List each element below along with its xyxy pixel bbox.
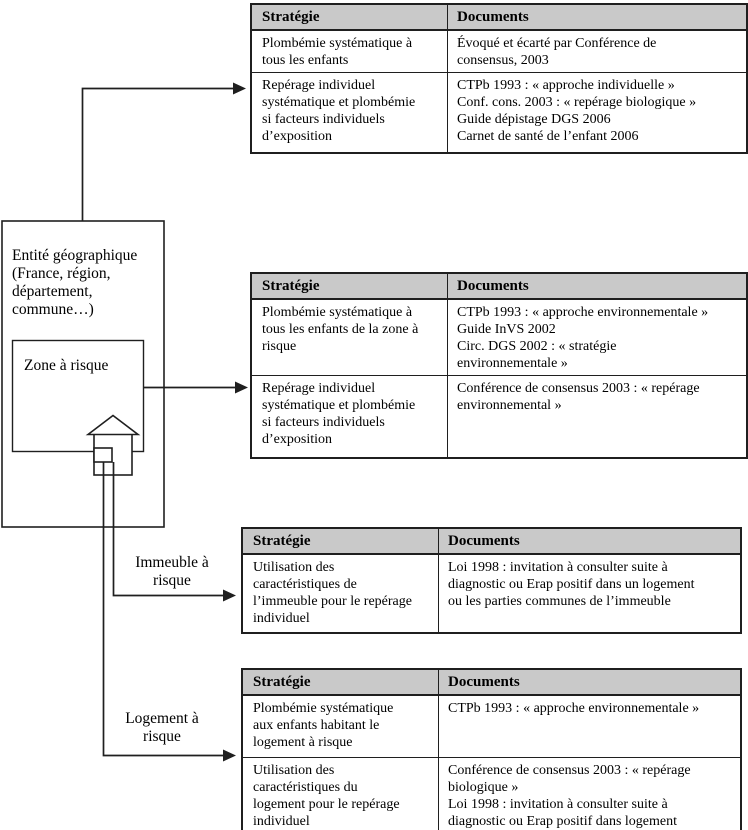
cell-line: Conférence de consensus 2003 : « repérag… (448, 763, 691, 778)
cell-line: consensus, 2003 (457, 53, 549, 68)
column-header-documents: Documents (448, 674, 520, 690)
table-row: Plombémie systématique à tous les enfant… (252, 31, 746, 72)
cell-line: systématique et plombémie (262, 95, 416, 110)
column-header-strategie: Stratégie (252, 274, 448, 298)
cell-line: d’exposition (262, 129, 332, 144)
arrow-entity-to-table1 (81, 82, 246, 221)
cell-line: Loi 1998 : invitation à consulter suite … (448, 560, 668, 575)
cell-line: Plombémie systématique (253, 701, 394, 716)
table-header-row: Stratégie Documents (243, 529, 740, 555)
cell-line: caractéristiques du (253, 780, 358, 795)
cell-line: Repérage individuel (262, 381, 376, 396)
table-zone-level: Stratégie Documents Plombémie systématiq… (250, 272, 748, 459)
column-header-documents: Documents (457, 9, 529, 25)
column-header-documents: Documents (448, 533, 520, 549)
cell-strategie: Repérage individuel systématique et plom… (252, 376, 448, 457)
column-header-strategie: Stratégie (243, 529, 439, 553)
cell-line: Conf. cons. 2003 : « repérage biologique… (457, 95, 697, 110)
cell-line: Repérage individuel (262, 78, 376, 93)
table-row: Plombémie systématique à tous les enfant… (252, 300, 746, 375)
cell-strategie: Plombémie systématique aux enfants habit… (243, 696, 439, 757)
cell-line: Utilisation des (253, 560, 335, 575)
table-row: Repérage individuel systématique et plom… (252, 375, 746, 457)
cell-documents: CTPb 1993 : « approche environnementale … (439, 696, 740, 757)
cell-line: systématique et plombémie (262, 398, 416, 413)
cell-documents: Conférence de consensus 2003 : « repérag… (448, 376, 746, 457)
cell-line: logement à risque (253, 735, 353, 750)
cell-documents: Évoqué et écarté par Conférence de conse… (448, 31, 746, 72)
cell-strategie: Plombémie systématique à tous les enfant… (252, 300, 448, 375)
table-row: Plombémie systématique aux enfants habit… (243, 696, 740, 757)
cell-documents: CTPb 1993 : « approche environnementale … (448, 300, 746, 375)
table-header-row: Stratégie Documents (243, 670, 740, 696)
cell-line: environnemental » (457, 398, 562, 413)
cell-strategie: Utilisation des caractéristiques du loge… (243, 758, 439, 830)
cell-line: environnementale » (457, 356, 568, 371)
column-header-documents: Documents (457, 278, 529, 294)
cell-line: logement pour le repérage (253, 797, 400, 812)
immeuble-a-risque-label: Immeuble à risque (135, 554, 209, 589)
cell-line: diagnostic ou Erap positif dans un logem… (448, 577, 695, 592)
cell-line: ou les parties communes de l’immeuble (448, 594, 671, 609)
zone-a-risque-label: Zone à risque (24, 357, 109, 374)
cell-line: CTPb 1993 : « approche environnementale … (457, 305, 709, 320)
cell-line: Plombémie systématique à (262, 305, 413, 320)
cell-line: individuel (253, 611, 310, 626)
cell-line: risque (262, 339, 297, 354)
cell-line: individuel (253, 814, 310, 829)
cell-line: Circ. DGS 2002 : « stratégie (457, 339, 617, 354)
house-icon (85, 414, 141, 476)
cell-line: Guide InVS 2002 (457, 322, 556, 337)
cell-line: diagnostic ou Erap positif dans logement (448, 814, 678, 829)
cell-documents: Conférence de consensus 2003 : « repérag… (439, 758, 740, 830)
cell-line: caractéristiques de (253, 577, 357, 592)
cell-line: Conférence de consensus 2003 : « repérag… (457, 381, 700, 396)
cell-strategie: Utilisation des caractéristiques de l’im… (243, 555, 439, 632)
cell-line: d’exposition (262, 432, 332, 447)
arrow-zone-to-table2 (144, 381, 248, 394)
cell-line: Évoqué et écarté par Conférence de (457, 36, 657, 51)
cell-documents: CTPb 1993 : « approche individuelle » Co… (448, 73, 746, 152)
cell-line: CTPb 1993 : « approche individuelle » (457, 78, 675, 93)
logement-a-risque-label: Logement à risque (125, 710, 199, 745)
table-header-row: Stratégie Documents (252, 274, 746, 300)
cell-line: CTPb 1993 : « approche environnementale … (448, 701, 700, 716)
cell-line: Carnet de santé de l’enfant 2006 (457, 129, 639, 144)
table-entity-level: Stratégie Documents Plombémie systématiq… (250, 3, 748, 154)
cell-line: l’immeuble pour le repérage (253, 594, 412, 609)
table-row: Repérage individuel systématique et plom… (252, 72, 746, 152)
cell-line: si facteurs individuels (262, 112, 385, 127)
cell-strategie: Plombémie systématique à tous les enfant… (252, 31, 448, 72)
table-logement-level: Stratégie Documents Plombémie systématiq… (241, 668, 742, 830)
cell-line: tous les enfants (262, 53, 349, 68)
column-header-strategie: Stratégie (252, 5, 448, 29)
cell-line: Plombémie systématique à (262, 36, 413, 51)
cell-line: biologique » (448, 780, 519, 795)
table-row: Utilisation des caractéristiques de l’im… (243, 555, 740, 632)
entity-geographic-label: Entité géographique (France, région, dép… (12, 247, 138, 318)
table-row: Utilisation des caractéristiques du loge… (243, 757, 740, 830)
cell-line: Guide dépistage DGS 2006 (457, 112, 611, 127)
cell-line: si facteurs individuels (262, 415, 385, 430)
table-header-row: Stratégie Documents (252, 5, 746, 31)
cell-line: Utilisation des (253, 763, 335, 778)
cell-line: aux enfants habitant le (253, 718, 380, 733)
table-immeuble-level: Stratégie Documents Utilisation des cara… (241, 527, 742, 634)
column-header-strategie: Stratégie (243, 670, 439, 694)
cell-line: Loi 1998 : invitation à consulter suite … (448, 797, 668, 812)
cell-strategie: Repérage individuel systématique et plom… (252, 73, 448, 152)
cell-line: tous les enfants de la zone à (262, 322, 419, 337)
cell-documents: Loi 1998 : invitation à consulter suite … (439, 555, 740, 632)
